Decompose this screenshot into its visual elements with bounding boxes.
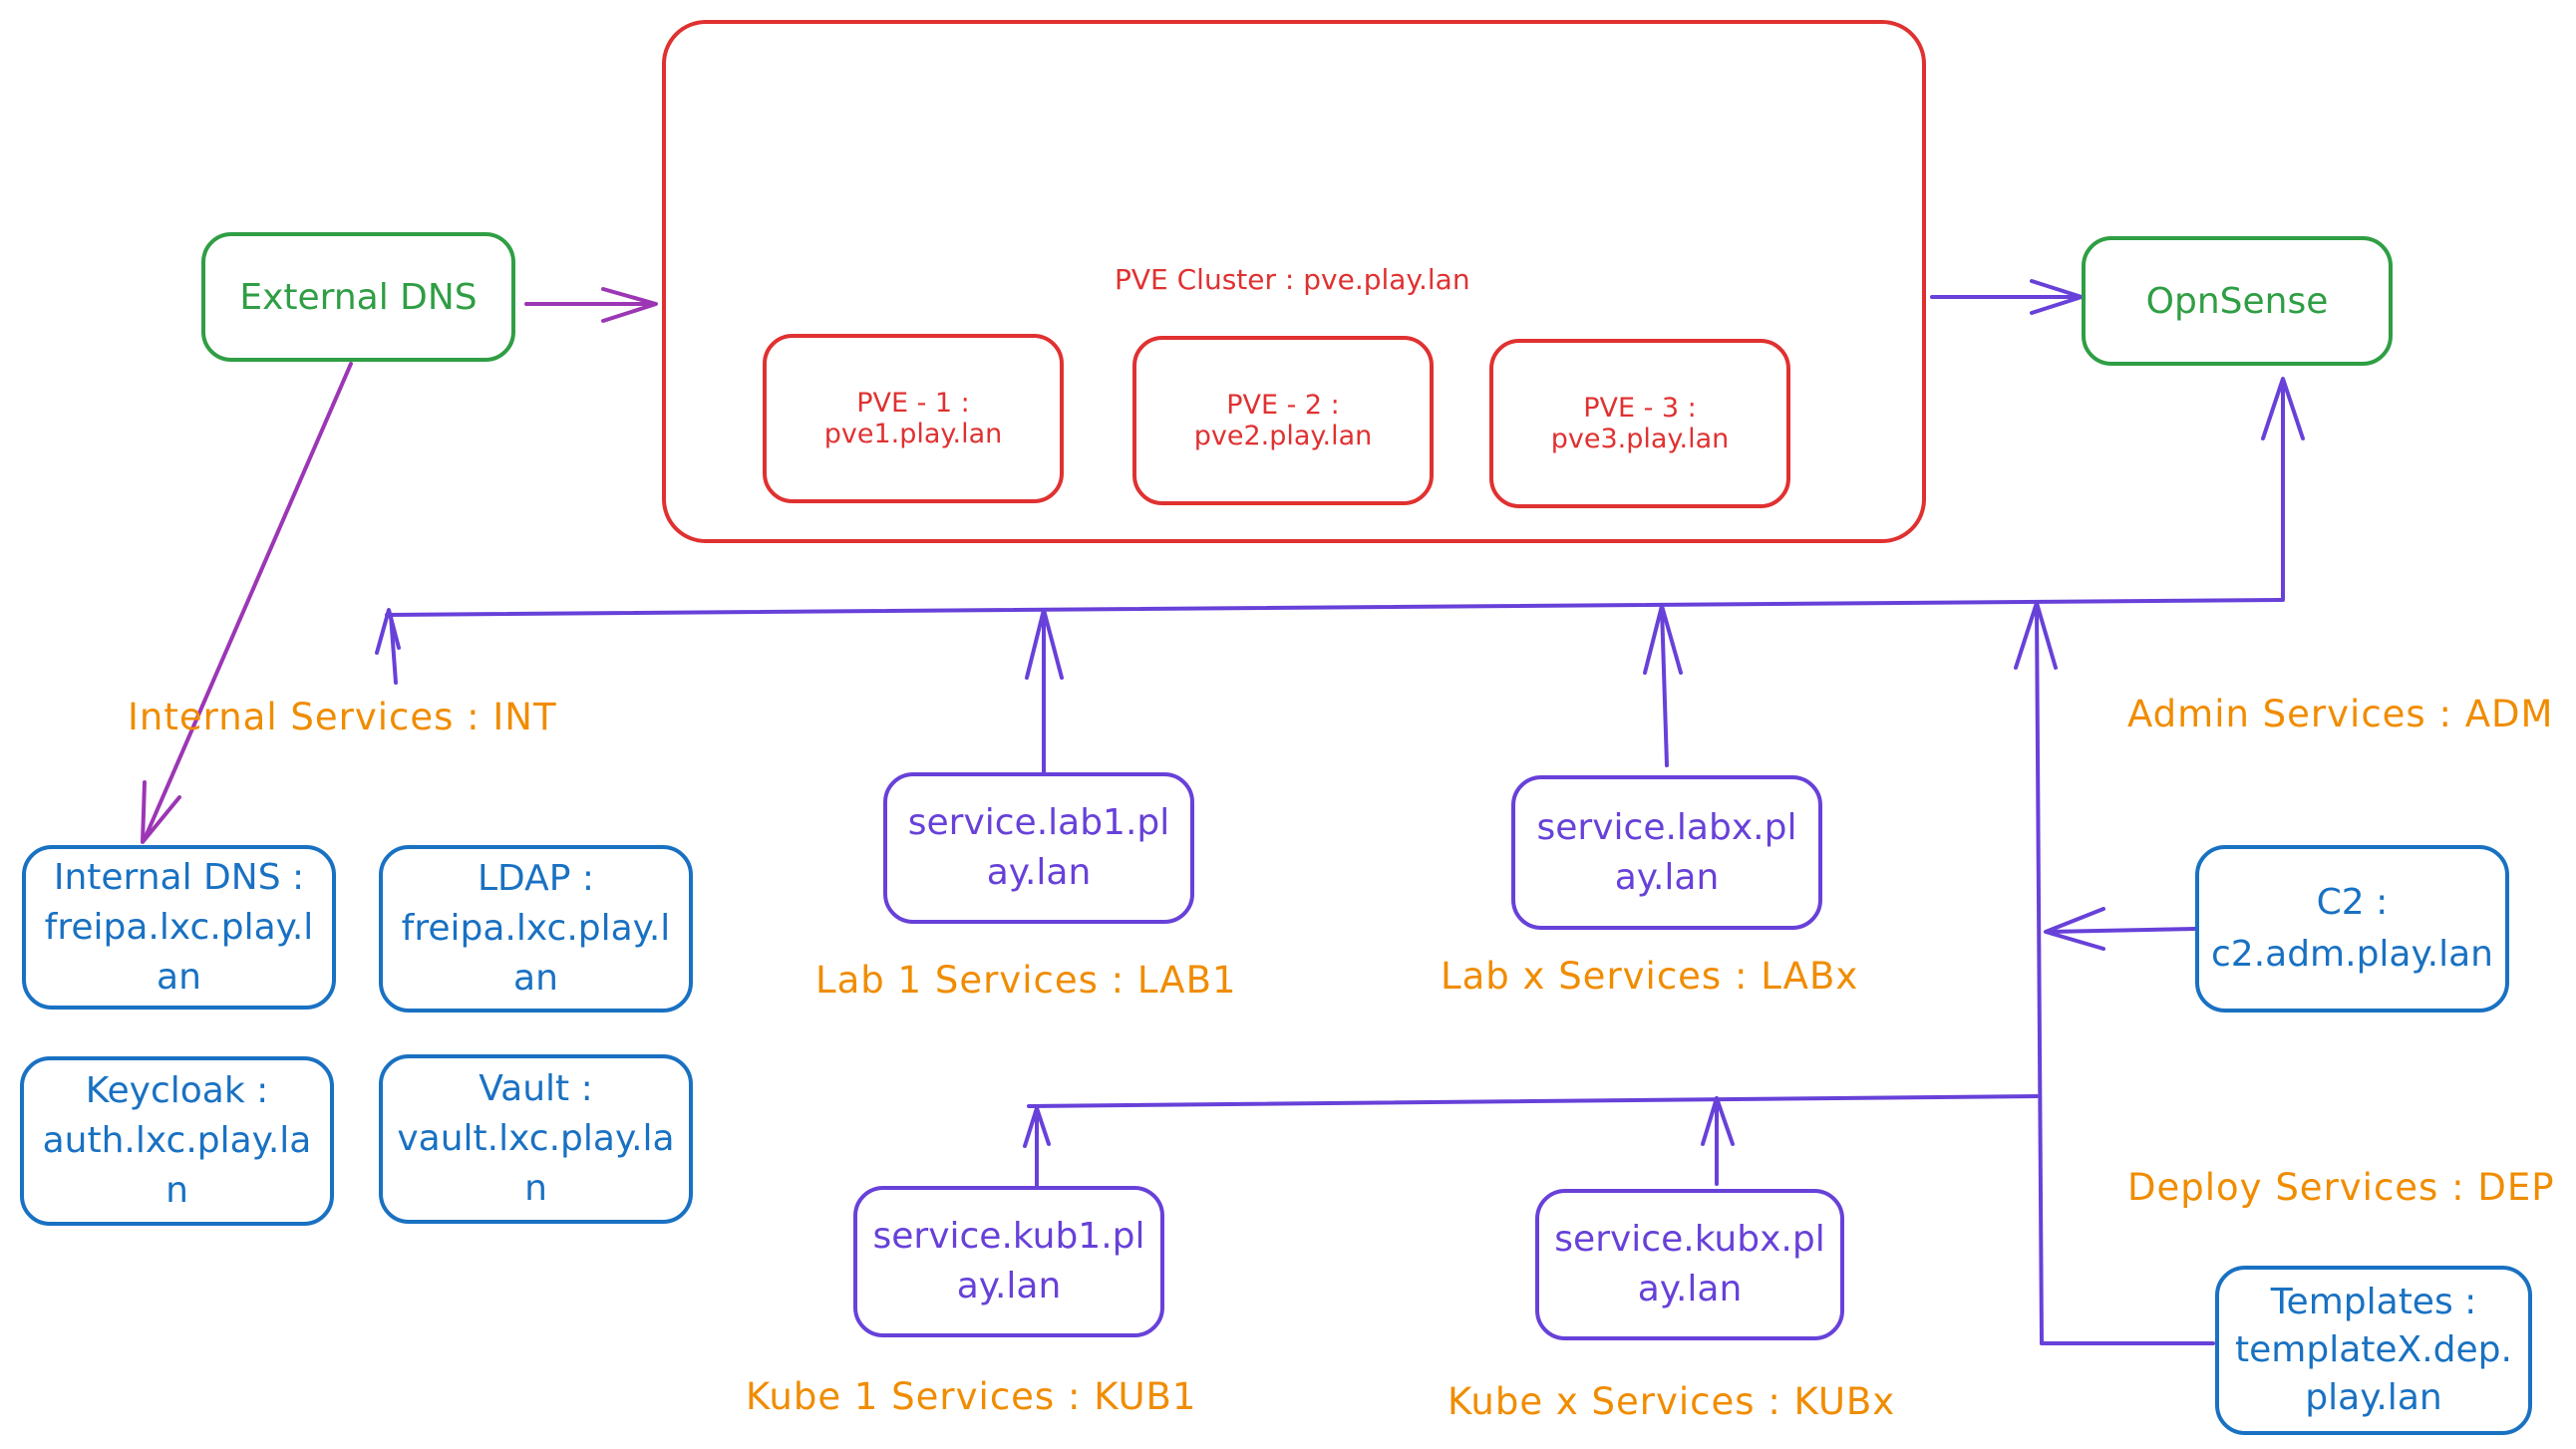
admin-services-label: Admin Services : ADM bbox=[2127, 693, 2554, 735]
arrowhead-opnsense-up bbox=[2261, 377, 2305, 440]
arrowhead-trunk-up bbox=[2014, 601, 2058, 670]
templates-label: Templates : templateX.dep.play.lan bbox=[2235, 1282, 2512, 1418]
ldap-node: LDAP : freipa.lxc.play.lan bbox=[379, 845, 693, 1013]
lab1-service-label: service.lab1.play.lan bbox=[907, 802, 1170, 893]
lab1-service-node: service.lab1.play.lan bbox=[883, 772, 1194, 924]
pve-node-2: PVE - 2 : pve2.play.lan bbox=[1132, 336, 1434, 505]
labx-service-label: service.labx.play.lan bbox=[1536, 806, 1797, 898]
keycloak-node: Keycloak : auth.lxc.play.lan bbox=[20, 1056, 334, 1226]
arrowhead-internal-dns bbox=[141, 780, 181, 844]
arrowhead-kubx-up bbox=[1701, 1096, 1735, 1146]
pve-node-3: PVE - 3 : pve3.play.lan bbox=[1489, 339, 1790, 508]
vault-node: Vault : vault.lxc.play.lan bbox=[379, 1054, 693, 1224]
external-dns-node: External DNS bbox=[201, 232, 515, 362]
arrowhead-labx-up bbox=[1643, 604, 1683, 675]
pve-node-1: PVE - 1 : pve1.play.lan bbox=[763, 334, 1064, 503]
deploy-services-label: Deploy Services : DEP bbox=[2127, 1166, 2555, 1209]
lab1-services-label: Lab 1 Services : LAB1 bbox=[815, 959, 1237, 1002]
edge-c2 bbox=[2047, 927, 2197, 934]
vault-label: Vault : vault.lxc.play.lan bbox=[397, 1068, 675, 1209]
external-dns-label: External DNS bbox=[239, 276, 478, 318]
kub1-services-label: Kube 1 Services : KUB1 bbox=[746, 1375, 1197, 1418]
c2-node: C2 : c2.adm.play.lan bbox=[2195, 845, 2509, 1013]
opnsense-node: OpnSense bbox=[2082, 236, 2393, 366]
labx-services-label: Lab x Services : LABx bbox=[1441, 955, 1859, 998]
kub1-service-label: service.kub1.play.lan bbox=[872, 1216, 1145, 1306]
bus-kube bbox=[1027, 1094, 2039, 1108]
c2-label: C2 : c2.adm.play.lan bbox=[2211, 882, 2493, 975]
internal-services-label: Internal Services : INT bbox=[128, 696, 557, 738]
kubx-services-label: Kube x Services : KUBx bbox=[1448, 1380, 1896, 1423]
edge-labx-up bbox=[1660, 606, 1669, 767]
trunk-vertical bbox=[2035, 604, 2044, 1345]
arrowhead-cluster bbox=[601, 287, 658, 323]
cluster-title: PVE Cluster : pve.play.lan bbox=[1115, 263, 1470, 296]
bus-main bbox=[385, 379, 2285, 617]
pve-node-2-label: PVE - 2 : pve2.play.lan bbox=[1193, 390, 1373, 451]
internal-dns-node: Internal DNS : freipa.lxc.play.lan bbox=[22, 845, 336, 1010]
kubx-service-label: service.kubx.play.lan bbox=[1554, 1219, 1825, 1309]
internal-dns-label: Internal DNS : freipa.lxc.play.lan bbox=[44, 856, 314, 998]
arrowhead-lab1-up bbox=[1025, 608, 1064, 680]
opnsense-label: OpnSense bbox=[2145, 280, 2329, 322]
pve-node-1-label: PVE - 1 : pve1.play.lan bbox=[823, 388, 1003, 449]
kubx-service-node: service.kubx.play.lan bbox=[1535, 1189, 1844, 1340]
keycloak-label: Keycloak : auth.lxc.play.lan bbox=[42, 1070, 312, 1211]
labx-service-node: service.labx.play.lan bbox=[1511, 775, 1822, 930]
kub1-service-node: service.kub1.play.lan bbox=[853, 1186, 1164, 1337]
arrowhead-internal-up bbox=[375, 608, 401, 655]
pve-cluster bbox=[662, 20, 1926, 543]
arrowhead-c2 bbox=[2044, 907, 2105, 951]
ldap-label: LDAP : freipa.lxc.play.lan bbox=[401, 858, 671, 999]
arrowhead-kub1-up bbox=[1023, 1106, 1051, 1148]
templates-node: Templates : templateX.dep.play.lan bbox=[2215, 1266, 2532, 1435]
pve-node-3-label: PVE - 3 : pve3.play.lan bbox=[1550, 393, 1730, 454]
edge-external-dns-to-internal-dns bbox=[143, 362, 353, 841]
